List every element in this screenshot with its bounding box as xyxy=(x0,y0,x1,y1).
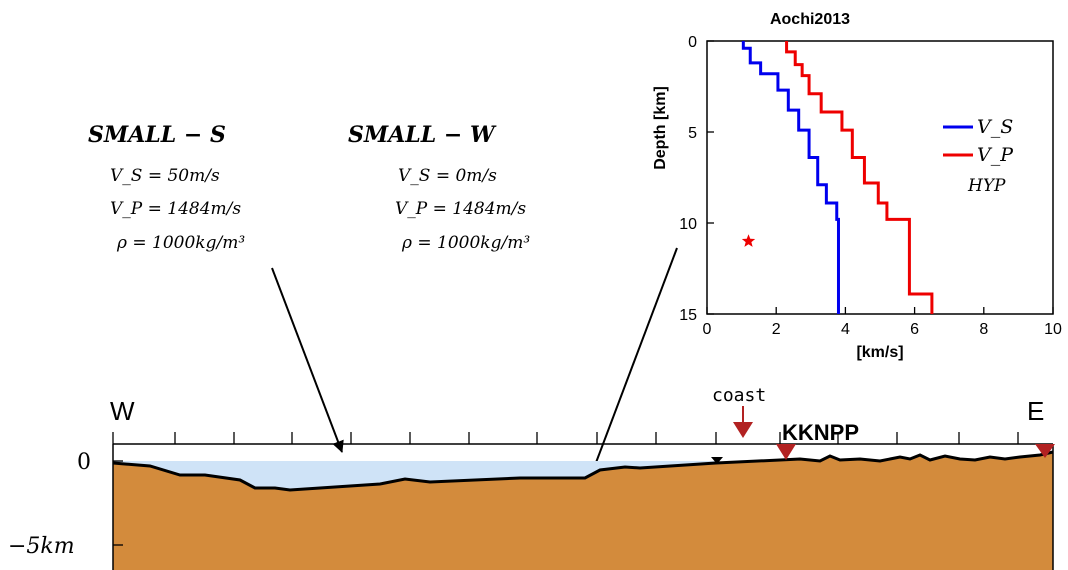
chart-y-label: Depth [km] xyxy=(652,86,669,170)
chart-frame xyxy=(706,40,1054,315)
x-tick-label: 2 xyxy=(772,321,781,338)
coast-label: coast xyxy=(712,385,766,406)
y-tick-label: 5 xyxy=(688,125,697,142)
small-s-arrow xyxy=(271,267,344,453)
x-tick-label: 10 xyxy=(1044,321,1062,338)
water-layer xyxy=(113,461,716,490)
chart-legend: V_S V_P HYP xyxy=(943,116,1014,196)
surface-line xyxy=(112,450,1054,492)
profile-top-ticks xyxy=(112,432,1019,444)
chart-series-group xyxy=(741,41,934,314)
shoreline-marker-icon xyxy=(711,457,723,464)
y-tick-label: 10 xyxy=(679,216,697,233)
x-tick-label: 4 xyxy=(841,321,850,338)
small-w-rho: ρ = 1000kg/m³ xyxy=(401,233,530,253)
small-s-annotation: SMALL − S V_S = 50m/s V_P = 1484m/s ρ = … xyxy=(88,122,245,253)
small-s-vs: V_S = 50m/s xyxy=(110,166,220,186)
chart-x-label: [km/s] xyxy=(856,344,903,361)
small-w-vs: V_S = 0m/s xyxy=(398,166,497,186)
x-tick-label: 0 xyxy=(703,321,712,338)
chart-title: Aochi2013 xyxy=(770,11,850,28)
x-tick-label: 8 xyxy=(979,321,988,338)
y-tick-label: 15 xyxy=(679,307,697,324)
series-line-v-p xyxy=(785,41,934,314)
small-w-vp: V_P = 1484m/s xyxy=(395,199,526,219)
east-station-marker-icon xyxy=(1035,444,1055,458)
small-w-annotation: SMALL − W V_S = 0m/s V_P = 1484m/s ρ = 1… xyxy=(348,122,530,253)
coast-arrow-head-icon xyxy=(733,422,753,438)
depth-label-0: 0 xyxy=(77,450,91,475)
west-label: W xyxy=(110,396,135,426)
depth-label-5km: −5km xyxy=(8,534,75,559)
small-s-vp: V_P = 1484m/s xyxy=(110,199,241,219)
hypocenter-star-icon xyxy=(741,234,756,247)
small-w-title: SMALL − W xyxy=(348,122,497,148)
legend-vp-label: V_P xyxy=(977,144,1014,166)
kknpp-label: KKNPP xyxy=(782,420,859,445)
small-s-title: SMALL − S xyxy=(88,122,226,148)
crust-layer xyxy=(113,452,1053,570)
velocity-profile-chart: Aochi2013 0 2 4 6 8 10 0 5 10 15 [km/s] Depth [km… xyxy=(652,11,1062,361)
legend-hyp-label: HYP xyxy=(967,176,1006,196)
series-line-v-s xyxy=(741,41,840,314)
cross-section: W E xyxy=(8,385,1055,570)
small-s-rho: ρ = 1000kg/m³ xyxy=(116,233,245,253)
east-label: E xyxy=(1027,396,1044,426)
x-tick-label: 6 xyxy=(910,321,919,338)
chart-axis-ticks: 0 2 4 6 8 10 0 5 10 15 xyxy=(679,34,1062,338)
y-tick-label: 0 xyxy=(688,34,697,51)
legend-vs-label: V_S xyxy=(977,116,1013,138)
kknpp-marker-icon xyxy=(776,444,796,460)
